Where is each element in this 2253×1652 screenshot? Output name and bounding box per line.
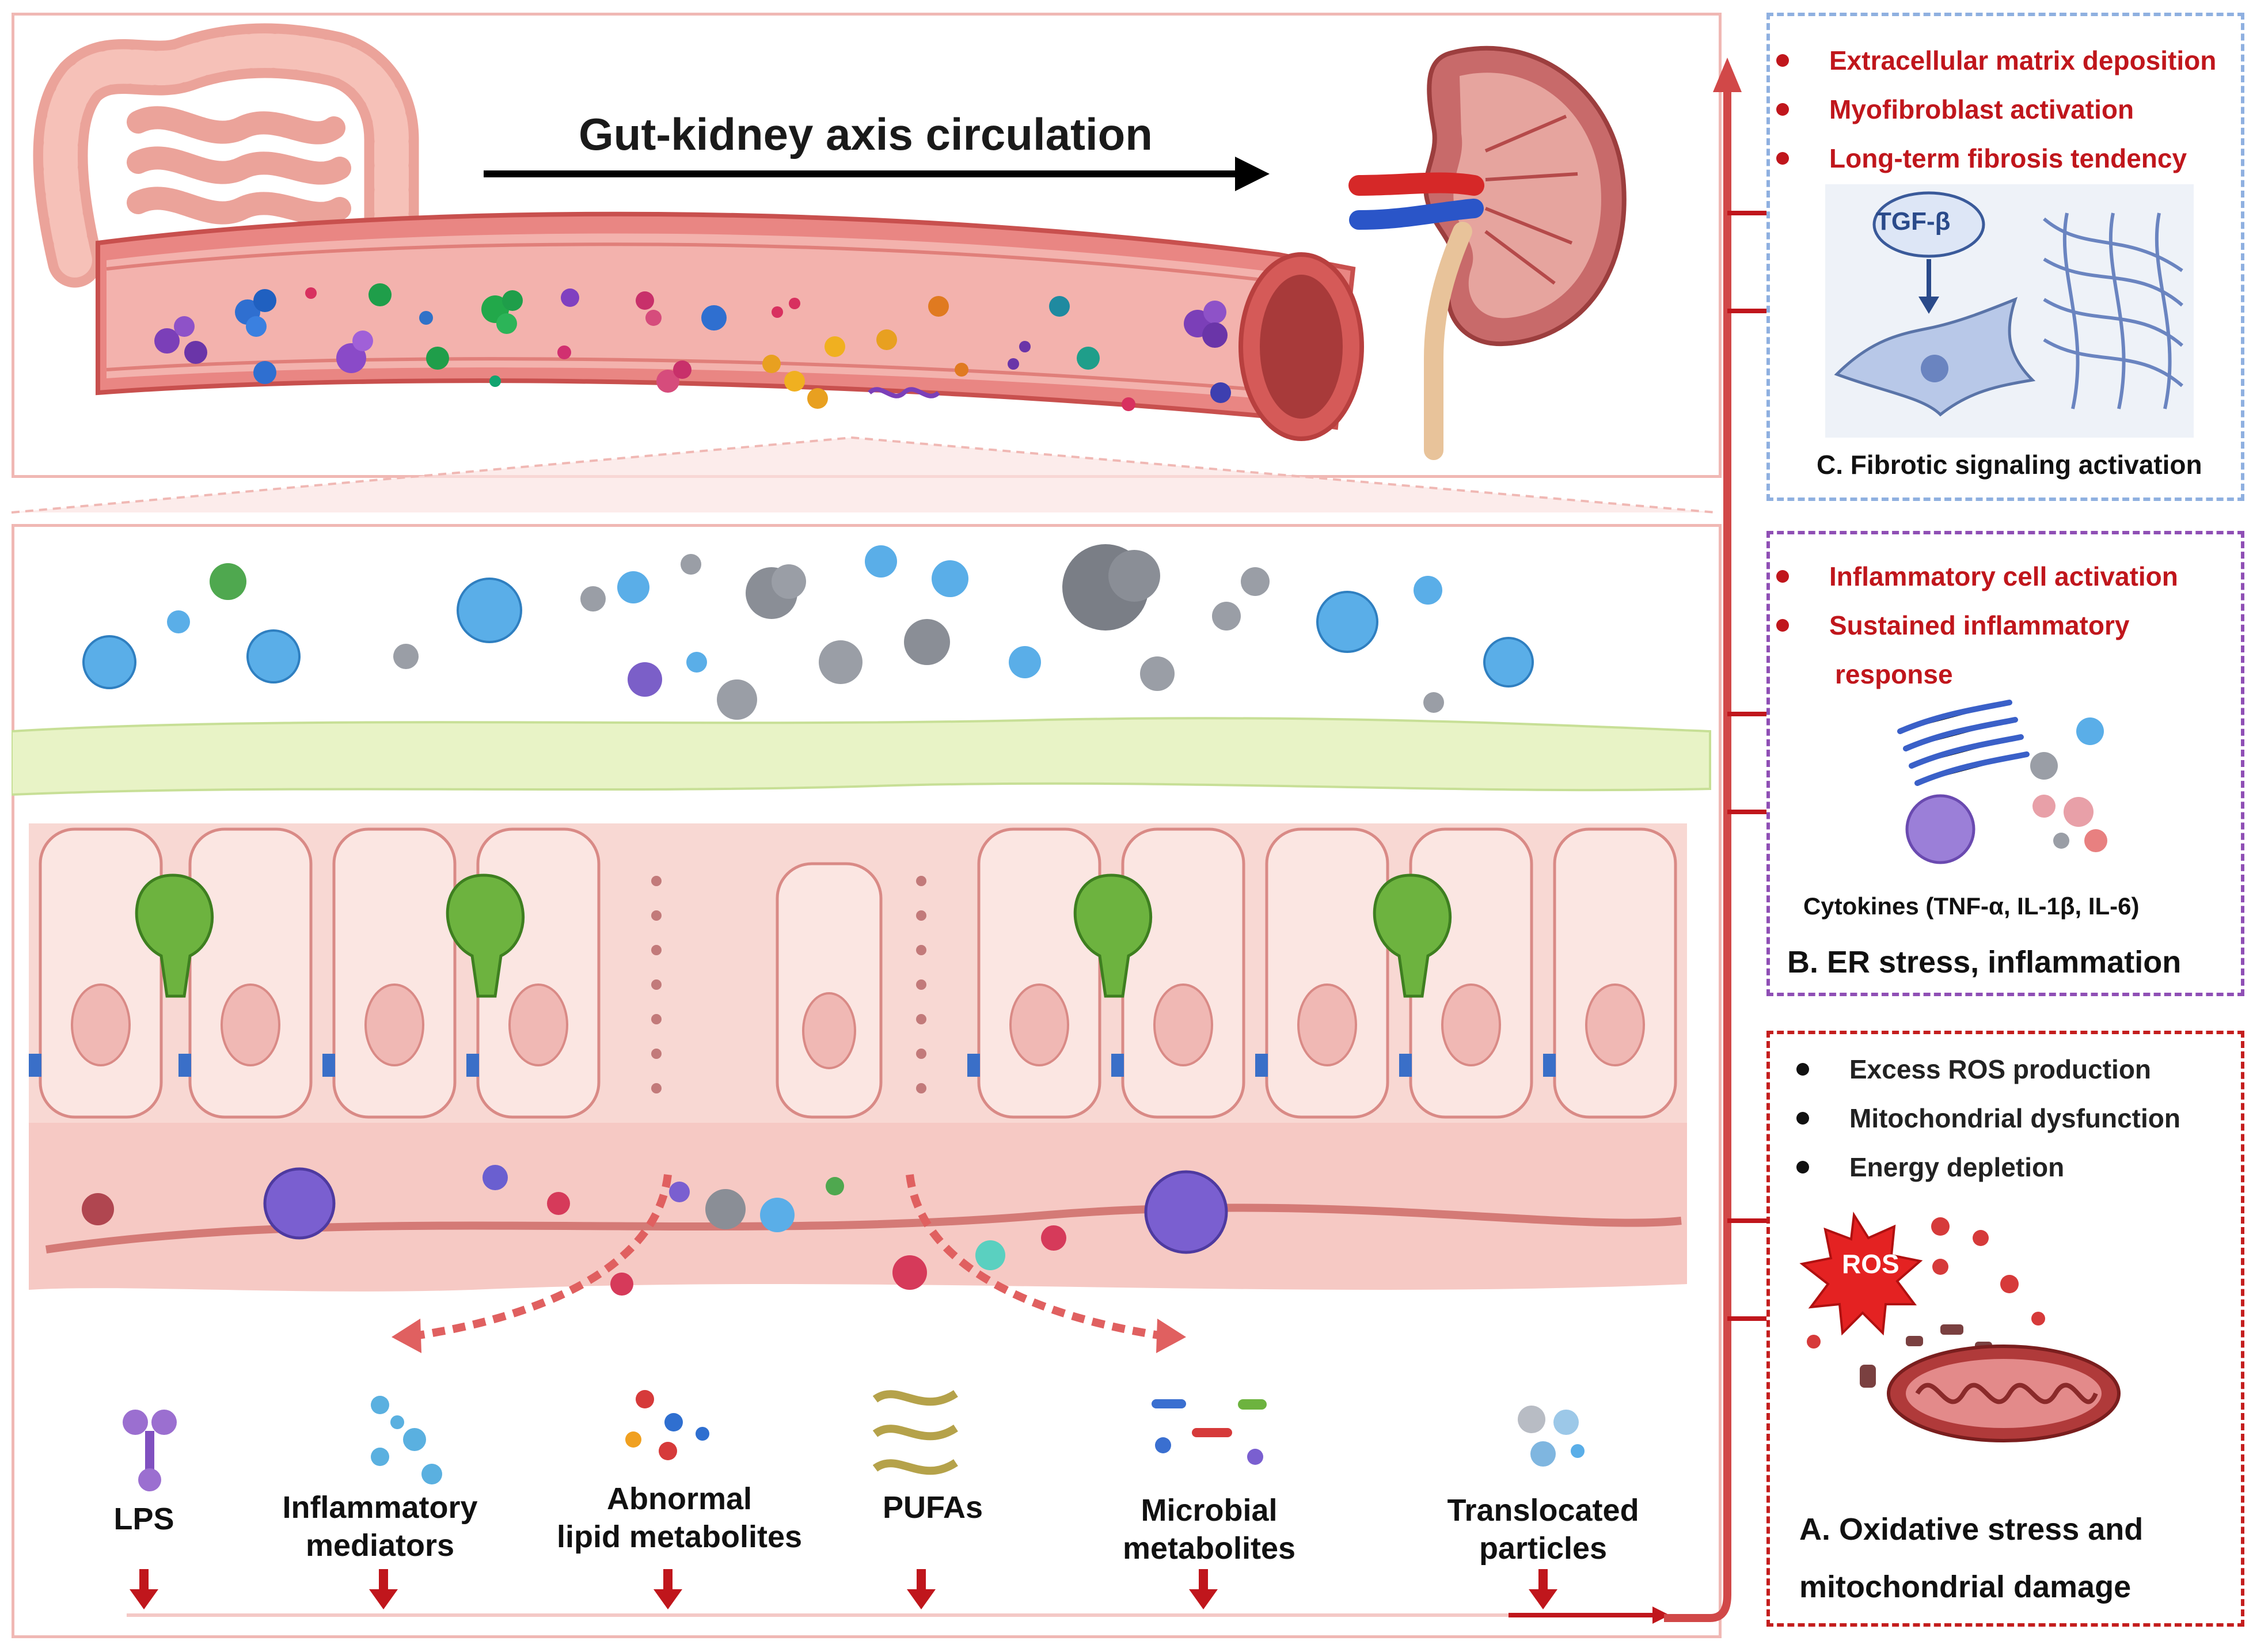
ros-particles: [1807, 1217, 2045, 1349]
intestinal-barrier-illustration: [12, 544, 1711, 1624]
leak-arrow-left: [413, 1174, 672, 1340]
gut-kidney-illustration: [33, 23, 1627, 460]
panel-a-bullet-2: Mitochondrial dysfunction: [1796, 1103, 2180, 1134]
bullet-dot: [1776, 570, 1789, 583]
factor-label-lps: LPS: [113, 1502, 174, 1536]
factor-label-microbial-metabolites: Microbial metabolites: [1122, 1493, 1296, 1566]
tgf-beta-label: TGF-β: [1876, 207, 1951, 236]
mucus-layer: [12, 717, 1711, 796]
factor-label-inflammatory-mediators: Inflammatory mediators: [282, 1490, 478, 1563]
upward-progression-arrow: [1664, 58, 1766, 1622]
er-stress-icon: [1897, 700, 2030, 786]
mitochondria-inner: [1906, 1359, 2102, 1428]
bullet-text: Excess ROS production: [1849, 1054, 2152, 1084]
particle-icon: [2032, 795, 2056, 818]
panel-b-bullet-1: Inflammatory cell activation: [1776, 561, 2178, 592]
fibrosis-illustration: [1825, 184, 2194, 438]
ros-label: ROS: [1842, 1249, 1899, 1279]
bullet-dot: [1776, 103, 1789, 116]
bullet-text: Myofibroblast activation: [1829, 94, 2134, 124]
inflammatory-mediators-icon: [371, 1396, 442, 1484]
particle-icon: [2076, 717, 2104, 745]
blood-vessel: [96, 211, 1364, 441]
panel-a-caption-line-2: mitochondrial damage: [1799, 1570, 2132, 1604]
bullet-text: Mitochondrial dysfunction: [1849, 1103, 2180, 1133]
myofibroblast-nucleus: [1921, 355, 1948, 382]
pufas-icon: [872, 1390, 958, 1475]
leak-arrow-right: [906, 1174, 1164, 1340]
collagen-fibers-icon: [2043, 212, 2183, 409]
bullet-dot: [1776, 54, 1789, 67]
microbial-metabolites-icon: [1152, 1399, 1267, 1465]
panel-b-bullet-2-continued: response: [1835, 659, 1953, 690]
ros-burst-icon: [1799, 1212, 1923, 1336]
tgf-arrowhead: [1918, 297, 1939, 314]
bullet-dot: [1776, 619, 1789, 632]
epithelial-layer: [29, 823, 1687, 1123]
kidney-icon: [1348, 45, 1627, 460]
immune-cell-icon: [1905, 794, 1975, 864]
leak-arrowhead-right: [1156, 1319, 1186, 1353]
factor-down-arrows: [130, 1569, 1557, 1609]
circulation-arrowhead: [1235, 157, 1270, 191]
panel-c-bullet-2: Myofibroblast activation: [1776, 94, 2134, 125]
bullet-dot: [1796, 1112, 1809, 1125]
intestine-icon: [33, 23, 419, 288]
particle-icon: [2084, 829, 2107, 852]
panel-b-caption: B. ER stress, inflammation: [1787, 945, 2182, 979]
bottom-flow-arrowhead: [1652, 1607, 1670, 1624]
bullet-dot: [1796, 1161, 1809, 1174]
mitochondria-cristae: [1915, 1383, 2098, 1404]
particle-icon: [2053, 833, 2069, 849]
axis-title: Gut-kidney axis circulation: [579, 109, 1153, 159]
bullet-text: Extracellular matrix deposition: [1829, 45, 2217, 75]
circulating-molecules: [154, 283, 1231, 411]
panel-a-caption-line-1: A. Oxidative stress and: [1799, 1512, 2144, 1547]
ros-mitochondria-illustration: [1799, 1212, 2121, 1442]
lps-icon: [123, 1410, 177, 1491]
panel-b-bullet-2: Sustained inflammatory: [1776, 610, 2129, 641]
factor-label-pufas: PUFAs: [882, 1490, 983, 1525]
translocated-particles-icon: [1518, 1406, 1585, 1467]
bullet-dot: [1796, 1063, 1809, 1076]
bullet-text: Inflammatory cell activation: [1829, 561, 2178, 591]
panel-a-bullet-3: Energy depletion: [1796, 1152, 2064, 1183]
luminal-particles: [82, 544, 1534, 720]
bullet-text: Sustained inflammatory: [1829, 610, 2130, 640]
panel-c-caption: C. Fibrotic signaling activation: [1817, 450, 2202, 480]
factor-label-lipid-metabolites: Abnormal lipid metabolites: [556, 1482, 803, 1554]
particle-icon: [2030, 752, 2058, 780]
lamina-propria: [29, 1123, 1687, 1296]
cytokine-illustration: [1897, 700, 2107, 864]
bullet-text: response: [1835, 659, 1953, 689]
tgf-beta-bubble: [1872, 191, 1985, 258]
cytokines-label: Cytokines (TNF-α, IL-1β, IL-6): [1803, 893, 2140, 920]
panel-c-bullet-3: Long-term fibrosis tendency: [1776, 143, 2187, 174]
particle-icon: [2064, 797, 2094, 827]
bullet-text: Long-term fibrosis tendency: [1829, 143, 2187, 173]
panel-b-inflammation: [1766, 531, 2244, 996]
lipid-metabolites-icon: [625, 1390, 709, 1460]
panel-c-bullet-1: Extracellular matrix deposition: [1776, 45, 2216, 76]
bullet-dot: [1776, 152, 1789, 165]
panel-a-bullet-1: Excess ROS production: [1796, 1054, 2151, 1085]
bullet-text: Energy depletion: [1849, 1152, 2065, 1182]
leak-arrowhead-left: [392, 1319, 421, 1353]
factor-label-translocated-particles: Translocated particles: [1447, 1493, 1639, 1566]
zoom-connector: [11, 436, 1716, 514]
